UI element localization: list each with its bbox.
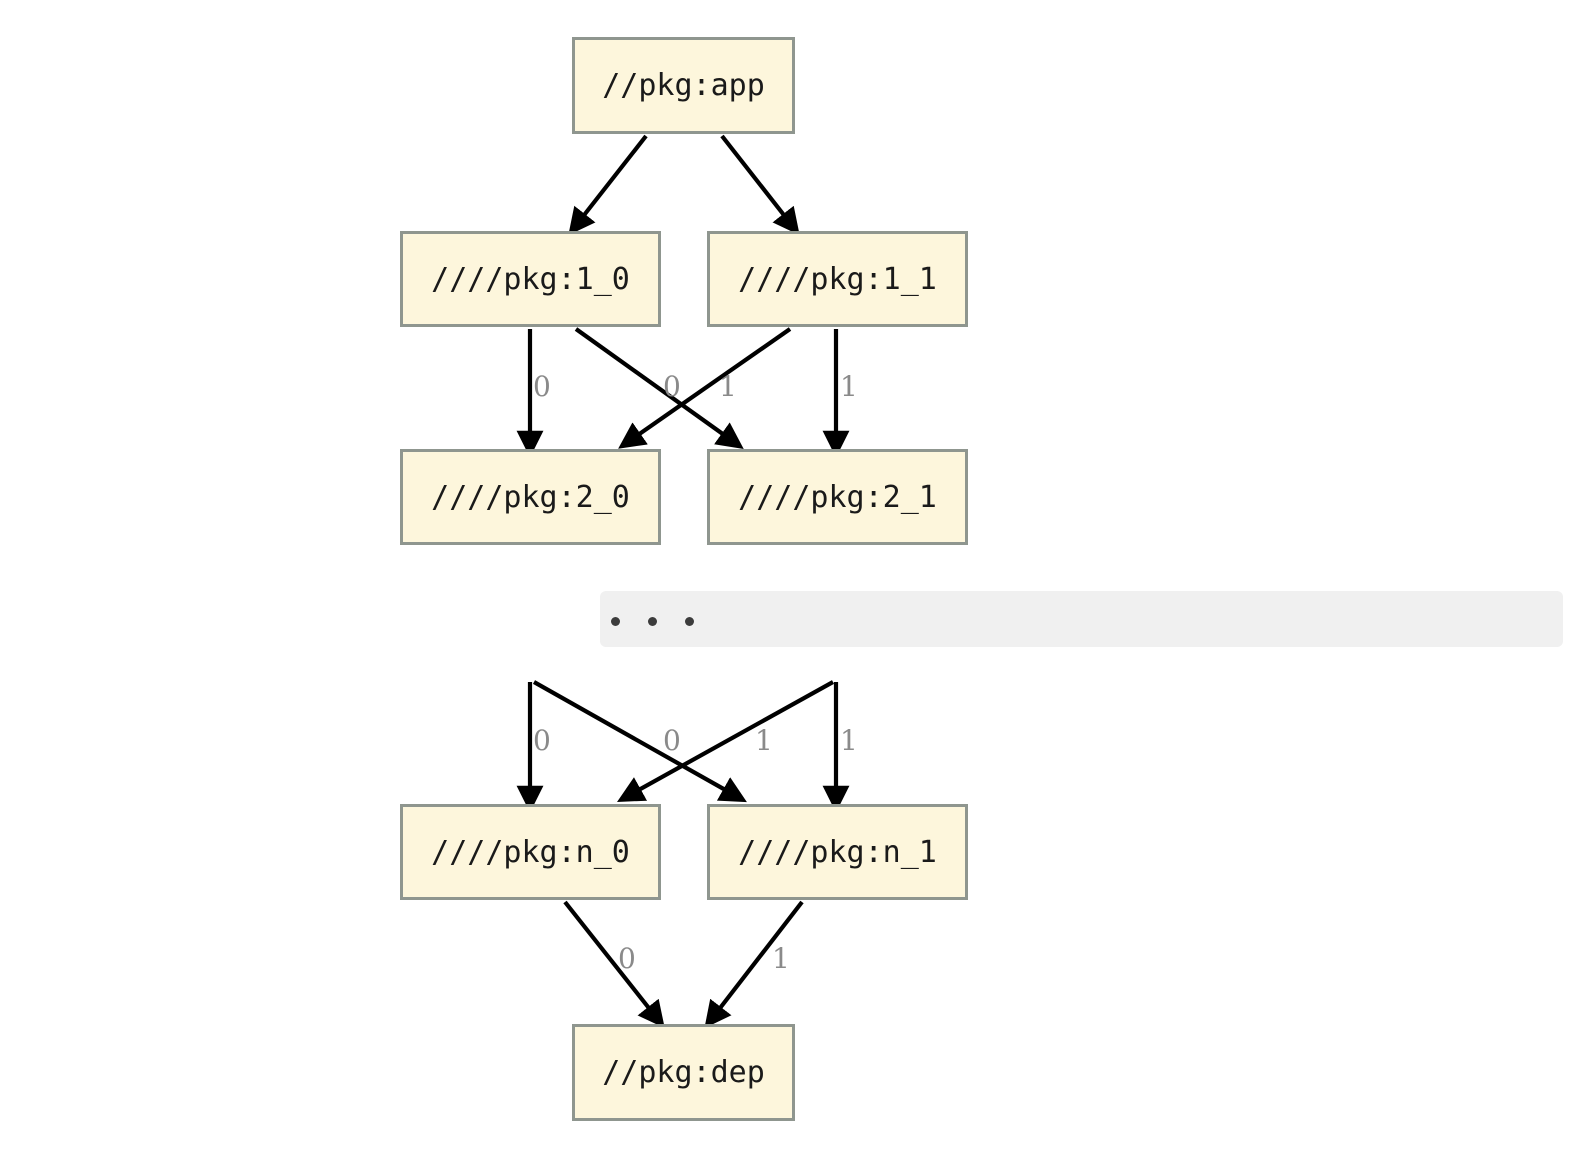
edge-label: 0 [663, 724, 681, 757]
edge-dangling-right-to-n_0 [617, 680, 835, 802]
node-label: ////pkg:1_0 [431, 261, 630, 297]
node-pkg-1_1[interactable]: ////pkg:1_1 [707, 231, 968, 327]
edge-label: 1 [840, 370, 858, 403]
node-label: ////pkg:n_0 [431, 834, 630, 870]
ellipsis-dot [685, 617, 694, 626]
edge-label: 1 [719, 370, 737, 403]
node-label: ////pkg:2_0 [431, 479, 630, 515]
edge-1_0-to-2_1 [574, 327, 744, 449]
node-pkg-n_1[interactable]: ////pkg:n_1 [707, 804, 968, 900]
node-pkg-2_0[interactable]: ////pkg:2_0 [400, 449, 661, 545]
edge-dangling-left-to-n_1 [532, 680, 747, 803]
edge-n_0-to-dep [563, 900, 665, 1029]
node-pkg-n_0[interactable]: ////pkg:n_0 [400, 804, 661, 900]
edge-label: 1 [840, 724, 858, 757]
edge-label: 0 [663, 370, 681, 403]
node-pkg-app[interactable]: //pkg:app [572, 37, 795, 134]
ellipsis-dot [648, 617, 657, 626]
edge-1_1-to-2_0 [618, 327, 792, 449]
edge-app-to-1_0 [568, 134, 648, 236]
edge-label: 1 [755, 724, 773, 757]
node-label: ////pkg:2_1 [738, 479, 937, 515]
edge-n_1-to-dep [704, 900, 804, 1029]
truncation-band [600, 591, 1563, 647]
edge-label: 0 [533, 724, 551, 757]
edge-label: 0 [533, 370, 551, 403]
edge-app-to-1_1 [720, 134, 800, 236]
node-label: ////pkg:n_1 [738, 834, 937, 870]
node-pkg-dep[interactable]: //pkg:dep [572, 1024, 795, 1121]
edge-label: 0 [618, 942, 636, 975]
node-pkg-1_0[interactable]: ////pkg:1_0 [400, 231, 661, 327]
node-pkg-2_1[interactable]: ////pkg:2_1 [707, 449, 968, 545]
node-label: ////pkg:1_1 [738, 261, 937, 297]
edge-label: 1 [772, 942, 790, 975]
node-label: //pkg:dep [602, 1055, 765, 1090]
ellipsis-dot [611, 617, 620, 626]
node-label: //pkg:app [602, 68, 765, 103]
